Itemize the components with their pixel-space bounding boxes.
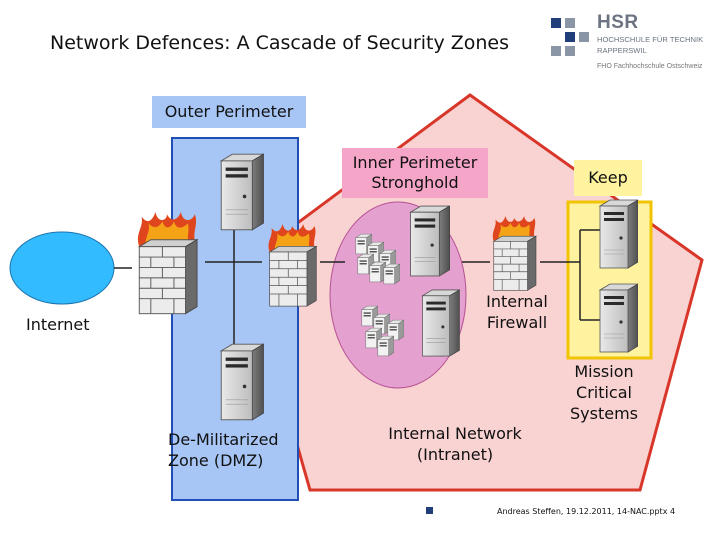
outer-firewall-icon <box>137 212 198 315</box>
intranet-line2: (Intranet) <box>416 445 494 464</box>
outer-perimeter-text: Outer Perimeter <box>164 102 294 121</box>
outer-perimeter-label: Outer Perimeter <box>152 96 306 128</box>
mission-server-top-icon <box>599 199 638 269</box>
logo-line3: FHO Fachhochschule Ostschweiz <box>597 63 703 70</box>
keep-text: Keep <box>588 168 628 187</box>
internet-cloud <box>9 231 115 305</box>
footer-text: Andreas Steffen, 19.12.2011, 14-NAC.pptx… <box>497 507 676 516</box>
internal-firewall-line1: Internal <box>486 292 548 311</box>
internal-firewall-icon <box>492 216 537 291</box>
internal-firewall-label: Internal Firewall <box>482 291 552 333</box>
dmz-line1: De-Militarized <box>168 430 279 449</box>
intranet-label: Internal Network (Intranet) <box>382 423 528 465</box>
internet-label: Internet <box>26 315 90 334</box>
intranet-line1: Internal Network <box>388 424 522 443</box>
hsr-logo-icon <box>551 18 589 56</box>
footer-marker <box>426 507 433 514</box>
mission-server-bottom-icon <box>599 283 638 353</box>
inner-perimeter-line2: Stronghold <box>371 173 459 192</box>
mission-line1: Mission <box>574 362 634 381</box>
inner-perimeter-label: Inner Perimeter Stronghold <box>342 148 488 198</box>
logo-subtitle: HOCHSCHULE FÜR TECHNIK RAPPERSWIL <box>597 34 703 56</box>
dmz-label: De-Militarized Zone (DMZ) <box>168 429 279 471</box>
logo-line1: HOCHSCHULE FÜR TECHNIK <box>597 35 704 44</box>
internal-firewall-line2: Firewall <box>486 313 548 332</box>
mission-line3: Systems <box>570 404 638 423</box>
dmz-firewall-icon <box>268 224 317 307</box>
logo-name: HSR <box>597 12 639 33</box>
dmz-server-bottom-icon <box>220 343 264 421</box>
page-title: Network Defences: A Cascade of Security … <box>50 32 509 54</box>
mission-line2: Critical <box>576 383 632 402</box>
logo-line2: RAPPERSWIL <box>597 46 647 55</box>
keep-label: Keep <box>574 160 642 196</box>
dmz-line2: Zone (DMZ) <box>168 451 264 470</box>
stronghold-server-top-icon <box>410 205 450 277</box>
stronghold-server-bottom-icon <box>421 289 460 357</box>
dmz-server-top-icon <box>220 153 264 231</box>
mission-critical-label: Mission Critical Systems <box>566 361 642 424</box>
inner-perimeter-line1: Inner Perimeter <box>352 153 478 172</box>
